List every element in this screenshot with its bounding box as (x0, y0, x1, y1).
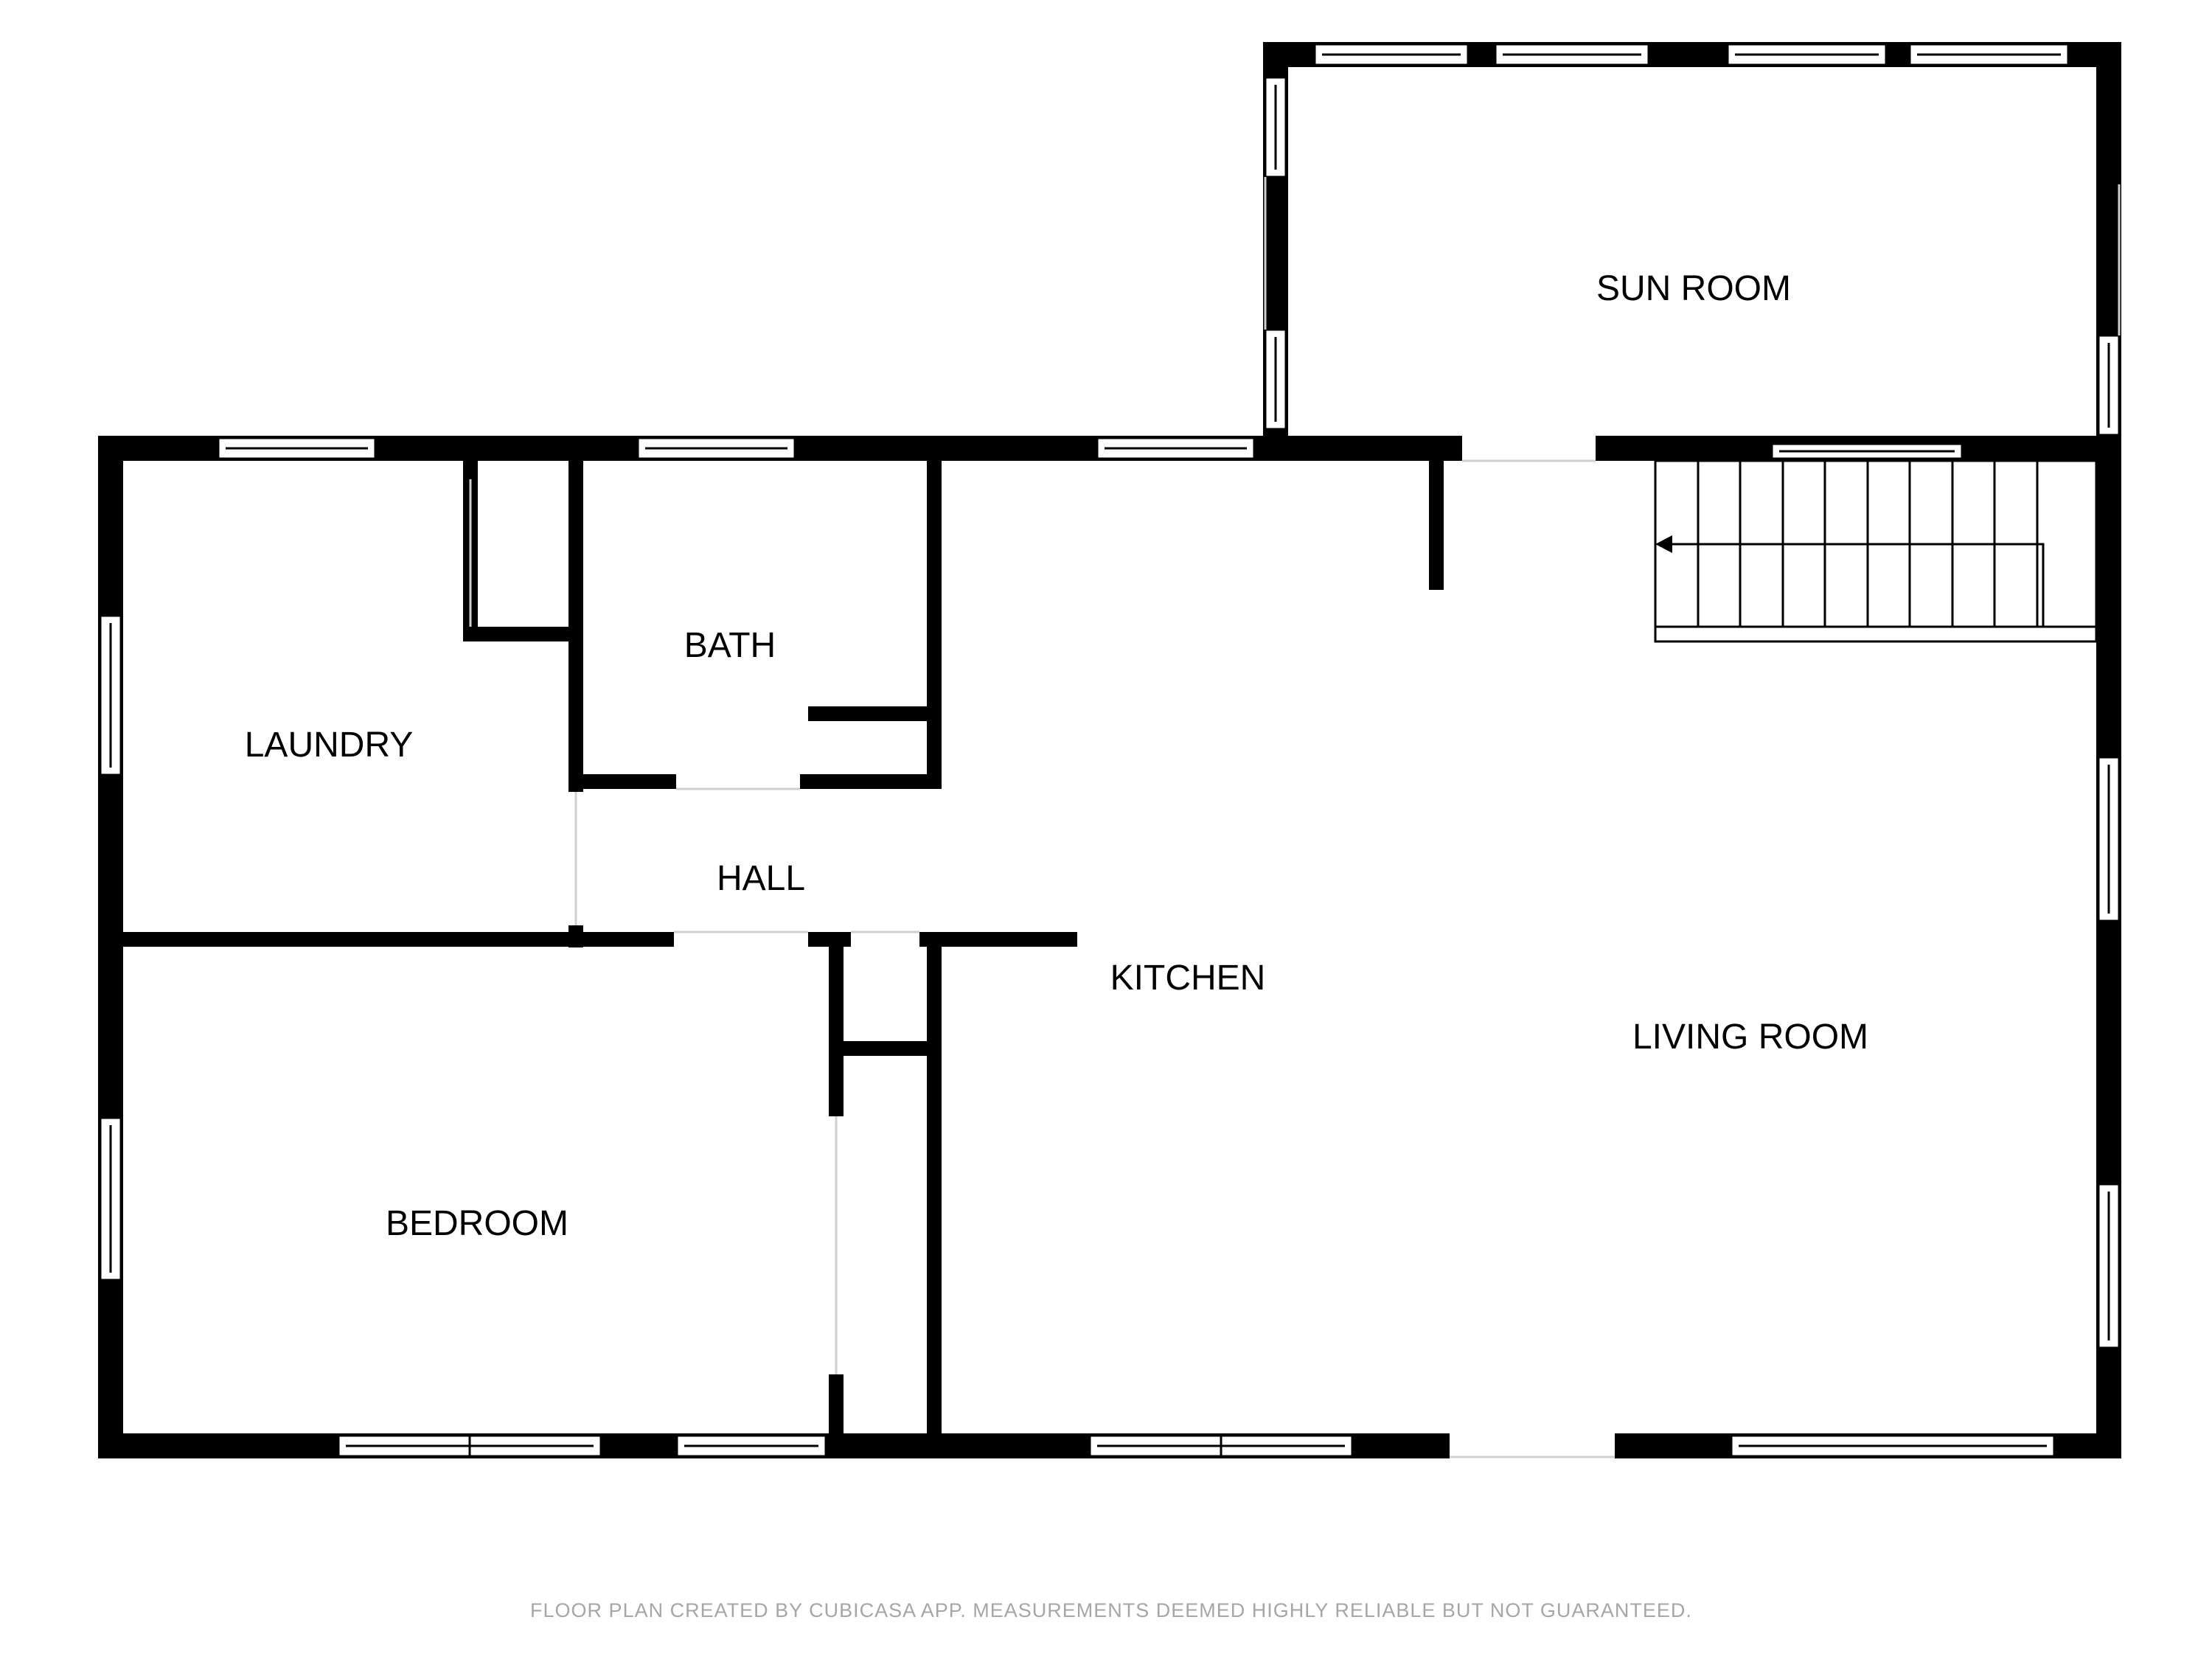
windows (99, 43, 2121, 1458)
arrow-left-icon (1665, 543, 2045, 627)
room-label-bath: BATH (684, 626, 776, 665)
wall-main-left (98, 436, 123, 1458)
wall-bath-east (927, 448, 942, 789)
wall-bath-south-b (800, 774, 942, 789)
wall-closet-right (927, 932, 942, 1448)
room-label-kitchen: KITCHEN (1110, 959, 1266, 998)
wall-laundry-south (123, 932, 674, 947)
wall-closet-left-b (829, 1374, 844, 1448)
wall-bath-shelf (808, 706, 942, 721)
room-label-sun-room: SUN ROOM (1596, 269, 1791, 308)
wall-bath-south-a (568, 774, 676, 789)
wall-closet-left-a (829, 932, 844, 1116)
wall-hall-west-stub (568, 925, 583, 947)
room-label-living-room: LIVING ROOM (1632, 1018, 1868, 1057)
room-label-laundry: LAUNDRY (245, 726, 414, 765)
room-label-bedroom: BEDROOM (386, 1204, 568, 1243)
wall-laundry-closet-b (463, 627, 581, 641)
wall-closet-top-b (919, 932, 1077, 947)
footer-disclaimer: FLOOR PLAN CREATED BY CUBICASA APP. MEAS… (530, 1599, 1692, 1621)
wall-kitchen-stub (1429, 448, 1444, 590)
wall-bath-west (568, 448, 583, 792)
room-label-hall: HALL (717, 859, 805, 898)
stairs-icon (1654, 459, 2098, 643)
wall-closet-mid (829, 1041, 942, 1056)
door-openings (469, 177, 2121, 1458)
